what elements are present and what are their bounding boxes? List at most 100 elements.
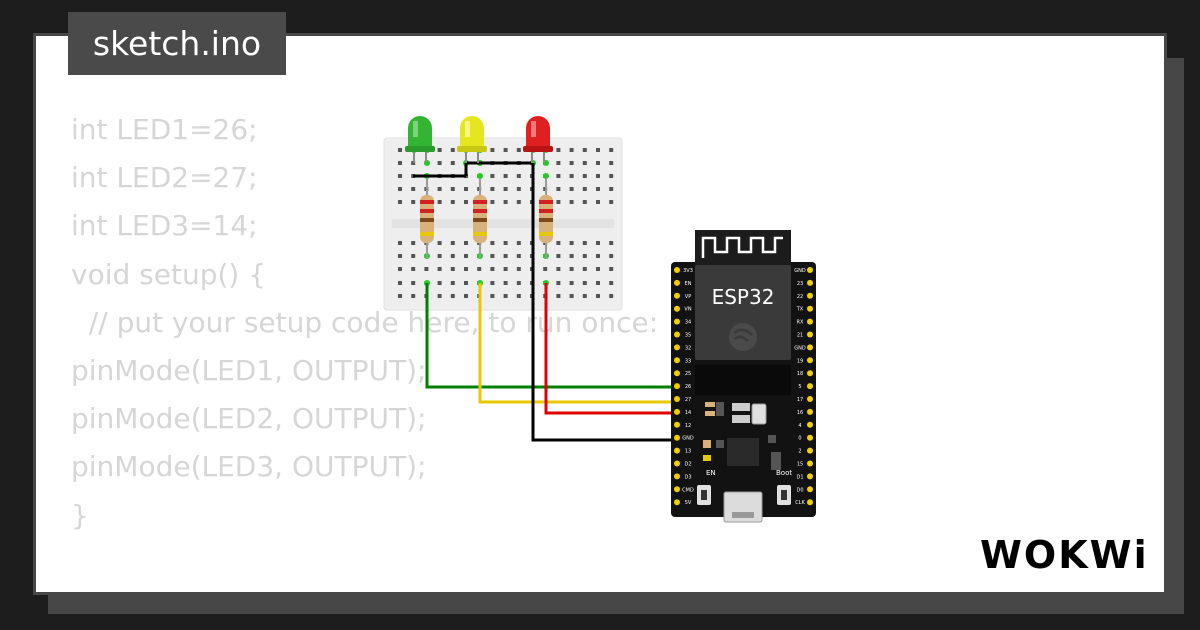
resistors[interactable] — [420, 178, 553, 258]
breadboard-hole[interactable] — [437, 200, 442, 204]
breadboard-hole[interactable] — [556, 254, 561, 258]
breadboard-hole[interactable] — [450, 267, 455, 271]
pin-34[interactable] — [674, 318, 680, 325]
pin-23[interactable] — [807, 279, 813, 286]
pin-0[interactable] — [807, 434, 813, 441]
file-tab[interactable]: sketch.ino — [68, 12, 286, 75]
pin-vp[interactable] — [674, 292, 680, 299]
pin-26[interactable] — [674, 383, 680, 390]
breadboard-hole[interactable] — [609, 187, 614, 191]
breadboard-hole[interactable] — [437, 281, 442, 285]
breadboard-hole[interactable] — [490, 241, 495, 245]
pin-33[interactable] — [674, 357, 680, 364]
breadboard-hole[interactable] — [464, 241, 468, 245]
breadboard-hole[interactable] — [398, 254, 402, 258]
breadboard-hole[interactable] — [543, 267, 548, 271]
breadboard-hole[interactable] — [437, 254, 442, 258]
breadboard-hole[interactable] — [411, 294, 416, 298]
breadboard-hole[interactable] — [516, 187, 521, 191]
breadboard-hole[interactable] — [596, 294, 600, 298]
breadboard-hole[interactable] — [398, 161, 402, 165]
breadboard-hole[interactable] — [503, 281, 508, 285]
breadboard-hole[interactable] — [450, 254, 455, 258]
breadboard-hole[interactable] — [398, 148, 402, 152]
breadboard-hole[interactable] — [596, 254, 600, 258]
code-line[interactable]: void setup() { — [71, 257, 267, 291]
breadboard-hole[interactable] — [437, 161, 442, 165]
code-line[interactable]: pinMode(LED2, OUTPUT); — [71, 402, 427, 436]
breadboard-hole[interactable] — [437, 241, 442, 245]
breadboard-hole[interactable] — [582, 294, 587, 298]
pin-4[interactable] — [807, 421, 813, 428]
breadboard-hole[interactable] — [569, 174, 574, 178]
leds[interactable] — [405, 116, 553, 163]
breadboard-hole[interactable] — [516, 267, 521, 271]
breadboard-hole[interactable] — [437, 267, 442, 271]
breadboard-hole[interactable] — [464, 254, 468, 258]
breadboard-hole[interactable] — [450, 241, 455, 245]
pin-5v[interactable] — [674, 499, 680, 506]
breadboard-hole[interactable] — [596, 148, 600, 152]
breadboard-hole[interactable] — [411, 241, 416, 245]
breadboard-hole[interactable] — [450, 161, 455, 165]
breadboard-hole[interactable] — [490, 148, 495, 152]
breadboard-hole[interactable] — [490, 281, 495, 285]
breadboard-hole[interactable] — [609, 281, 614, 285]
code-line[interactable]: int LED2=27; — [71, 161, 258, 195]
pin-rx[interactable] — [807, 318, 813, 325]
breadboard-hole[interactable] — [398, 174, 402, 178]
code-line[interactable]: pinMode(LED3, OUTPUT); — [71, 450, 427, 484]
breadboard-hole[interactable] — [582, 267, 587, 271]
breadboard-hole[interactable] — [556, 161, 561, 165]
breadboard-hole[interactable] — [411, 200, 416, 204]
breadboard-hole[interactable] — [582, 148, 587, 152]
breadboard-hole[interactable] — [556, 200, 561, 204]
breadboard-hole[interactable] — [596, 174, 600, 178]
breadboard-hole[interactable] — [609, 161, 614, 165]
breadboard-hole[interactable] — [569, 254, 574, 258]
breadboard-hole[interactable] — [516, 254, 521, 258]
breadboard-hole[interactable] — [490, 267, 495, 271]
breadboard-hole[interactable] — [569, 148, 574, 152]
pin-5[interactable] — [807, 383, 813, 390]
pin-gnd[interactable] — [674, 434, 680, 441]
pin-13[interactable] — [674, 447, 680, 454]
pin-vn[interactable] — [674, 305, 680, 312]
breadboard-hole[interactable] — [490, 294, 495, 298]
breadboard-hole[interactable] — [477, 267, 482, 271]
breadboard-hole[interactable] — [596, 241, 600, 245]
breadboard-hole[interactable] — [569, 281, 574, 285]
breadboard-hole[interactable] — [556, 148, 561, 152]
pin-gnd[interactable] — [807, 267, 813, 273]
pin-12[interactable] — [674, 421, 680, 428]
breadboard-hole[interactable] — [516, 294, 521, 298]
breadboard-hole[interactable] — [464, 281, 468, 285]
breadboard-hole[interactable] — [556, 241, 561, 245]
pin-clk[interactable] — [807, 499, 813, 506]
breadboard-hole[interactable] — [503, 148, 508, 152]
breadboard-hole[interactable] — [609, 241, 614, 245]
breadboard-hole[interactable] — [569, 200, 574, 204]
breadboard-hole[interactable] — [516, 148, 521, 152]
breadboard-hole[interactable] — [569, 267, 574, 271]
breadboard-hole[interactable] — [411, 187, 416, 191]
breadboard-hole[interactable] — [582, 187, 587, 191]
code-line[interactable]: int LED3=14; — [71, 209, 258, 243]
breadboard-hole[interactable] — [424, 267, 429, 271]
code-editor[interactable]: int LED1=26;int LED2=27;int LED3=14;void… — [71, 106, 658, 592]
breadboard-hole[interactable] — [516, 200, 521, 204]
breadboard-hole[interactable] — [609, 267, 614, 271]
pin-en[interactable] — [674, 279, 680, 286]
breadboard-hole[interactable] — [450, 200, 455, 204]
breadboard-hole[interactable] — [503, 200, 508, 204]
breadboard-hole[interactable] — [582, 161, 587, 165]
breadboard-hole[interactable] — [503, 267, 508, 271]
breadboard-hole[interactable] — [503, 174, 508, 178]
pin-17[interactable] — [807, 396, 813, 402]
breadboard-hole[interactable] — [596, 281, 600, 285]
breadboard-hole[interactable] — [398, 281, 402, 285]
breadboard-hole[interactable] — [556, 281, 561, 285]
breadboard-hole[interactable] — [569, 241, 574, 245]
breadboard-hole[interactable] — [556, 187, 561, 191]
breadboard-hole[interactable] — [569, 161, 574, 165]
